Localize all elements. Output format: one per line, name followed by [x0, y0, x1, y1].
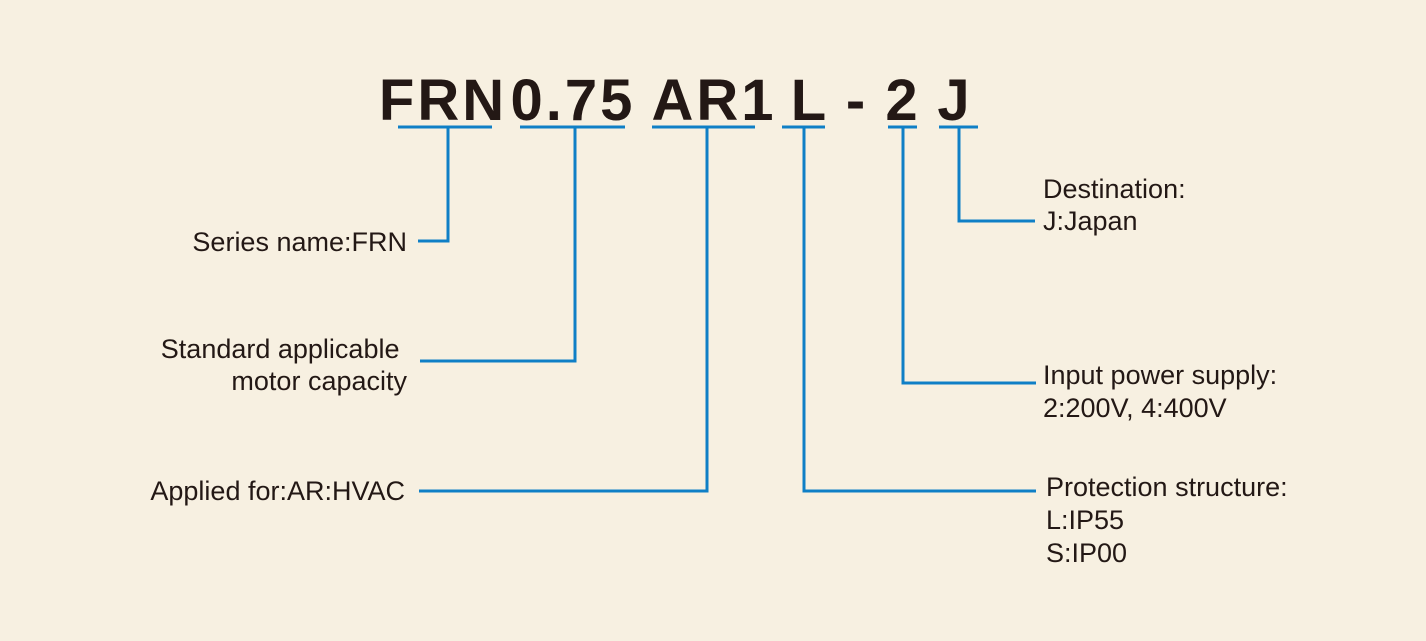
- label-voltage-line-1: Input power supply:: [1043, 360, 1277, 390]
- label-capacity-line-1: Standard applicable: [161, 334, 400, 364]
- leader-series: [418, 127, 450, 243]
- label-voltage: Input power supply: 2:200V, 4:400V: [1043, 360, 1285, 423]
- label-protection-line-1: Protection structure:: [1046, 472, 1288, 502]
- leader-lines: [418, 127, 1036, 493]
- label-protection-line-2: L:IP55: [1046, 505, 1124, 535]
- leader-application: [419, 127, 709, 493]
- code-application: AR1: [651, 68, 776, 133]
- code-capacity: 0.75: [511, 68, 636, 133]
- label-destination: Destination: J:Japan: [1043, 174, 1193, 236]
- label-application-line: Applied for:AR:HVAC: [150, 476, 405, 506]
- leader-destination: [957, 127, 1035, 223]
- leader-voltage: [901, 127, 1036, 385]
- label-protection: Protection structure: L:IP55 S:IP00: [1046, 472, 1295, 568]
- code-protection: L: [791, 68, 829, 133]
- code-destination: J: [937, 68, 972, 133]
- model-code: FRN 0.75 AR1 L - 2 J: [379, 68, 972, 133]
- label-application: Applied for:AR:HVAC: [150, 476, 405, 506]
- label-series: Series name:FRN: [192, 227, 407, 257]
- label-destination-line-2: J:Japan: [1043, 206, 1138, 236]
- leader-capacity: [420, 127, 577, 363]
- code-voltage: 2: [885, 68, 920, 133]
- code-separator: -: [846, 68, 868, 133]
- label-voltage-line-2: 2:200V, 4:400V: [1043, 393, 1227, 423]
- label-capacity: Standard applicable motor capacity: [161, 334, 408, 396]
- label-protection-line-3: S:IP00: [1046, 538, 1127, 568]
- leader-protection: [802, 127, 1036, 493]
- label-series-line: Series name:FRN: [192, 227, 407, 257]
- label-destination-line-1: Destination:: [1043, 174, 1186, 204]
- code-series: FRN: [379, 68, 507, 133]
- label-capacity-line-2: motor capacity: [231, 366, 407, 396]
